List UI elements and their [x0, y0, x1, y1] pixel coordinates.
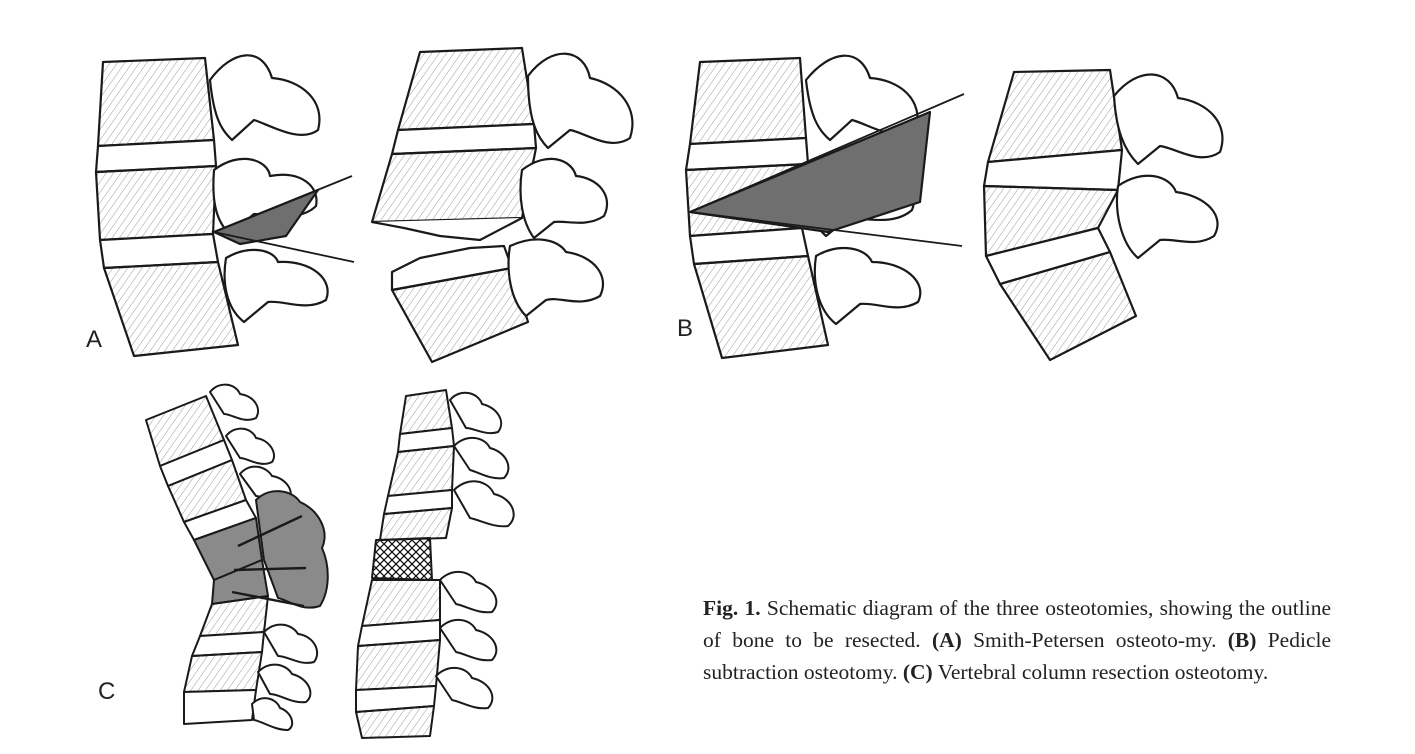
- caption-c-label: (C): [902, 660, 933, 684]
- caption-intro: Schematic diagram of the three osteotomi…: [703, 596, 1331, 652]
- caption-b-text: Pedicle subtraction osteotomy.: [703, 628, 1332, 684]
- panel-a-before-drawing: [94, 54, 355, 358]
- panel-label-a: A: [86, 326, 103, 353]
- caption-b-label: (B): [1227, 628, 1257, 652]
- panel-b-before-drawing: [684, 54, 965, 360]
- panel-c-after-drawing: [355, 389, 515, 739]
- panel-label-b: B: [677, 315, 694, 342]
- panel-label-c: C: [98, 678, 116, 705]
- caption-a-text: Smith-Petersen osteoto-my.: [961, 628, 1228, 652]
- panel-c-before-drawing: [145, 383, 329, 731]
- figure-caption: Fig. 1. Schematic diagram of the three o…: [703, 592, 1331, 688]
- caption-c-text: Vertebral column resection osteotomy.: [932, 660, 1269, 684]
- caption-a-label: (A): [931, 628, 962, 652]
- caption-fig-label: Fig. 1.: [703, 596, 761, 620]
- panel-a-after-drawing: [370, 46, 634, 364]
- panel-b-after-drawing: [982, 68, 1224, 362]
